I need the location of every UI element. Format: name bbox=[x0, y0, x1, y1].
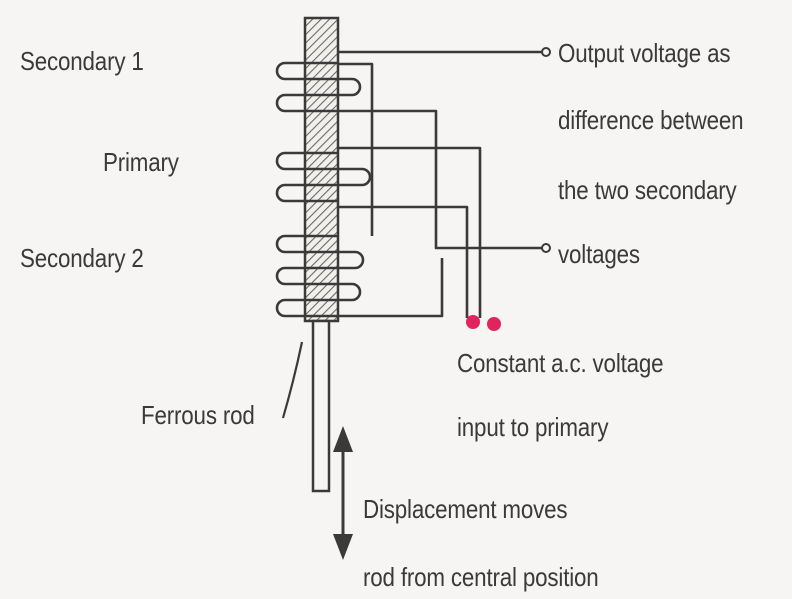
output-terminal-bottom bbox=[541, 243, 551, 253]
primary-coil bbox=[275, 146, 482, 318]
constant-voltage-label-line-1: Constant a.c. voltage bbox=[457, 348, 664, 378]
secondary-1-coil bbox=[275, 50, 542, 250]
secondary-1-label: Secondary 1 bbox=[20, 46, 144, 76]
secondary-2-label: Secondary 2 bbox=[20, 243, 144, 273]
displacement-arrow-down-head bbox=[333, 534, 353, 560]
output-voltage-label-line-1: Output voltage as bbox=[558, 38, 731, 68]
primary-input-terminal-left bbox=[466, 315, 480, 329]
displacement-arrow-up-head bbox=[333, 426, 353, 452]
displacement-label-line-2: rod from central position bbox=[363, 562, 599, 592]
primary-input-terminal-right bbox=[487, 317, 501, 331]
ferrous-rod bbox=[311, 319, 331, 493]
constant-voltage-label-line-2: input to primary bbox=[457, 412, 609, 442]
ferrous-rod-label: Ferrous rod bbox=[141, 400, 255, 430]
output-voltage-label-line-3: the two secondary bbox=[558, 175, 737, 205]
secondary-2-coil bbox=[275, 62, 444, 318]
output-terminal-top bbox=[541, 47, 551, 57]
ferrous-rod-leader bbox=[281, 341, 304, 419]
output-voltage-label-line-4: voltages bbox=[558, 239, 640, 269]
displacement-label-line-1: Displacement moves bbox=[363, 494, 568, 524]
output-voltage-label-line-2: difference between bbox=[558, 105, 744, 135]
primary-label: Primary bbox=[103, 147, 179, 177]
